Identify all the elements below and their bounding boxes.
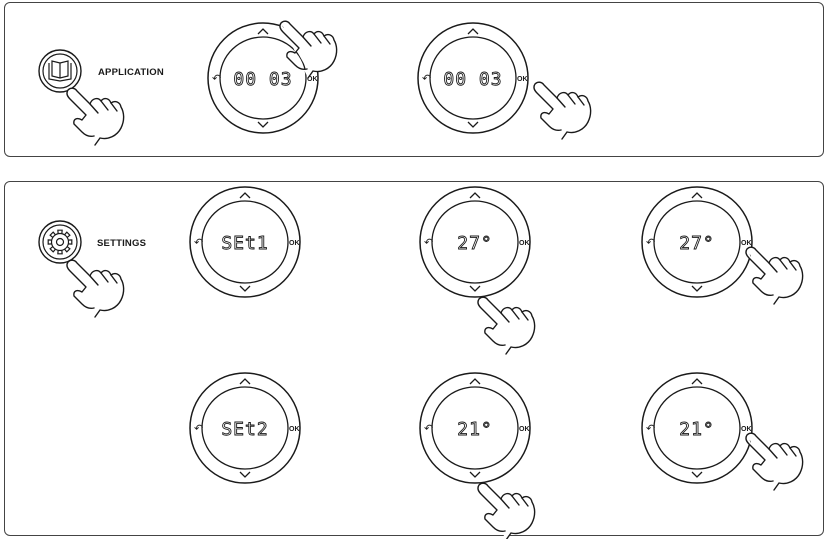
ok-button-label: OK — [741, 240, 752, 247]
thermostat-dial: ↶ OK SEt1 — [190, 187, 300, 297]
up-arrow-icon — [258, 29, 268, 34]
up-arrow-icon — [240, 379, 250, 384]
dial-display-value: 27° — [457, 233, 493, 254]
pointing-hand-icon — [534, 82, 591, 139]
back-arrow-icon: ↶ — [424, 422, 433, 435]
down-arrow-icon — [240, 472, 250, 477]
pointing-hand-icon — [746, 433, 803, 490]
pointing-hand-icon — [478, 483, 535, 539]
down-arrow-icon — [692, 286, 702, 291]
dial-display-value: 00 03 — [233, 69, 292, 90]
up-arrow-icon — [692, 193, 702, 198]
ok-button-label: OK — [519, 240, 530, 247]
pointing-hand-icon — [67, 88, 124, 145]
ok-button-label: OK — [289, 426, 300, 433]
gear-icon — [39, 221, 81, 263]
pointing-hand-icon — [478, 297, 535, 354]
up-arrow-icon — [468, 29, 478, 34]
back-arrow-icon: ↶ — [424, 236, 433, 249]
down-arrow-icon — [240, 286, 250, 291]
back-arrow-icon: ↶ — [646, 236, 655, 249]
pointing-hand-icon — [67, 260, 124, 317]
back-arrow-icon: ↶ — [194, 422, 203, 435]
down-arrow-icon — [470, 286, 480, 291]
back-arrow-icon: ↶ — [212, 72, 221, 85]
thermostat-dial: ↶ OK 27° — [642, 187, 752, 297]
up-arrow-icon — [470, 193, 480, 198]
thermostat-dial: ↶ OK 21° — [642, 373, 752, 483]
down-arrow-icon — [470, 472, 480, 477]
up-arrow-icon — [470, 379, 480, 384]
thermostat-dial: ↶ OK 27° — [420, 187, 530, 297]
ok-button-label: OK — [519, 426, 530, 433]
ok-button-label: OK — [289, 240, 300, 247]
thermostat-dial: ↶ OK 00 03 — [418, 23, 528, 133]
dial-display-value: SEt1 — [221, 233, 268, 254]
dial-display-value: 21° — [679, 419, 715, 440]
up-arrow-icon — [240, 193, 250, 198]
up-arrow-icon — [692, 379, 702, 384]
back-arrow-icon: ↶ — [646, 422, 655, 435]
thermostat-dial: ↶ OK 21° — [420, 373, 530, 483]
dial-display-value: 27° — [679, 233, 715, 254]
pointing-hand-icon — [746, 247, 803, 304]
dial-display-value: SEt2 — [221, 419, 268, 440]
down-arrow-icon — [692, 472, 702, 477]
ok-button-label: OK — [741, 426, 752, 433]
down-arrow-icon — [468, 122, 478, 127]
back-arrow-icon: ↶ — [194, 236, 203, 249]
thermostat-dial: ↶ OK SEt2 — [190, 373, 300, 483]
down-arrow-icon — [258, 122, 268, 127]
dial-display-value: 21° — [457, 419, 493, 440]
book-icon — [39, 50, 81, 92]
ok-button-label: OK — [517, 76, 528, 83]
dial-display-value: 00 03 — [443, 69, 502, 90]
back-arrow-icon: ↶ — [422, 72, 431, 85]
